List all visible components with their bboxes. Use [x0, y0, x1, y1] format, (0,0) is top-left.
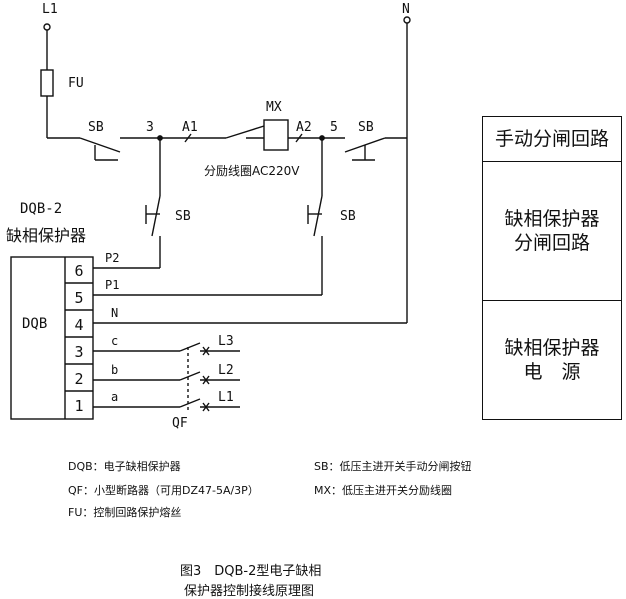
- coil-label: 分励线圈AC220V: [204, 164, 300, 178]
- node-5-label: 5: [330, 120, 338, 135]
- wire-a-label: a: [111, 390, 118, 404]
- legend-dqb: DQB：电子缺相保护器: [68, 460, 181, 473]
- terminal-6: 6: [74, 262, 83, 280]
- legend-mx: MX：低压主进开关分励线圈: [314, 484, 453, 497]
- sb-switch-mid-left: [145, 138, 161, 268]
- phase-trip-text: 缺相保护器 分闸回路: [504, 207, 599, 255]
- wire-p2-label: P2: [105, 251, 119, 265]
- power-text: 缺相保护器 电 源: [504, 336, 599, 384]
- sb-switch-top-right: [344, 137, 386, 161]
- node-a2-label: A2: [296, 120, 312, 135]
- caption-line2: 保护器控制接线原理图: [184, 584, 315, 599]
- n-terminal: [403, 16, 411, 24]
- fuse-fu: [40, 69, 54, 97]
- wire-b-label: b: [111, 363, 118, 377]
- power-panel: 缺相保护器 电 源: [482, 300, 622, 420]
- sb-mid-right-label: SB: [340, 209, 356, 224]
- sb-top-right-label: SB: [358, 120, 374, 135]
- terminal-5: 5: [74, 289, 83, 307]
- terminal-2: 2: [74, 370, 83, 388]
- terminal-3: 3: [74, 343, 83, 361]
- terminal-numbers: 6 5 4 3 2 1: [74, 262, 83, 415]
- legend-qf: QF：小型断路器（可用DZ47-5A/3P）: [68, 484, 259, 497]
- terminal-4: 4: [74, 316, 83, 334]
- phase-l2-label: L2: [218, 363, 234, 378]
- caption-line1: 图3 DQB-2型电子缺相: [180, 564, 322, 579]
- power-line2: 电 源: [523, 361, 581, 383]
- wire-c-label: c: [111, 334, 118, 348]
- mx-label: MX: [266, 100, 282, 115]
- circuit-lines: [10, 16, 411, 420]
- node-labels: L1 N FU SB SB 3 A1 MX A2 5 分励线圈AC220V SB…: [42, 2, 410, 431]
- mx-coil: [263, 119, 289, 151]
- dqb-title-line1: DQB-2: [20, 201, 62, 217]
- wire-labels: P2 P1 N c b a L3 L2 L1: [105, 251, 234, 405]
- qf-label: QF: [172, 416, 188, 431]
- dqb-device-box: [10, 256, 94, 420]
- dqb-name: DQB: [22, 316, 47, 332]
- sb-switch-top-left: [79, 137, 121, 161]
- phase-trip-line2: 分闸回路: [513, 232, 590, 254]
- n-label: N: [402, 2, 410, 17]
- wire-p1-label: P1: [105, 278, 119, 292]
- l1-label: L1: [42, 2, 58, 17]
- power-line1: 缺相保护器: [504, 337, 600, 359]
- fu-label: FU: [68, 76, 84, 91]
- manual-trip-panel: 手动分闸回路: [482, 116, 622, 162]
- sb-switch-mid-right: [307, 138, 323, 295]
- l1-terminal: [43, 23, 51, 31]
- legend-fu: FU：控制回路保护熔丝: [68, 506, 182, 519]
- terminal-1: 1: [74, 397, 83, 415]
- node-a1-label: A1: [182, 120, 198, 135]
- sb-mid-left-label: SB: [175, 209, 191, 224]
- sb-top-left-label: SB: [88, 120, 104, 135]
- phase-trip-panel: 缺相保护器 分闸回路: [482, 161, 622, 301]
- phase-l3-label: L3: [218, 334, 234, 349]
- legend-sb: SB：低压主进开关手动分闸按钮: [314, 460, 472, 473]
- qf-breaker: [179, 342, 240, 412]
- dqb-title-line2: 缺相保护器: [6, 226, 86, 245]
- phase-trip-line1: 缺相保护器: [504, 208, 600, 230]
- wire-n-label: N: [111, 306, 118, 320]
- phase-l1-label: L1: [218, 390, 234, 405]
- dqb-labels: DQB-2 缺相保护器 DQB: [6, 201, 86, 332]
- manual-trip-label: 手动分闸回路: [494, 128, 609, 150]
- node-3-label: 3: [146, 120, 154, 135]
